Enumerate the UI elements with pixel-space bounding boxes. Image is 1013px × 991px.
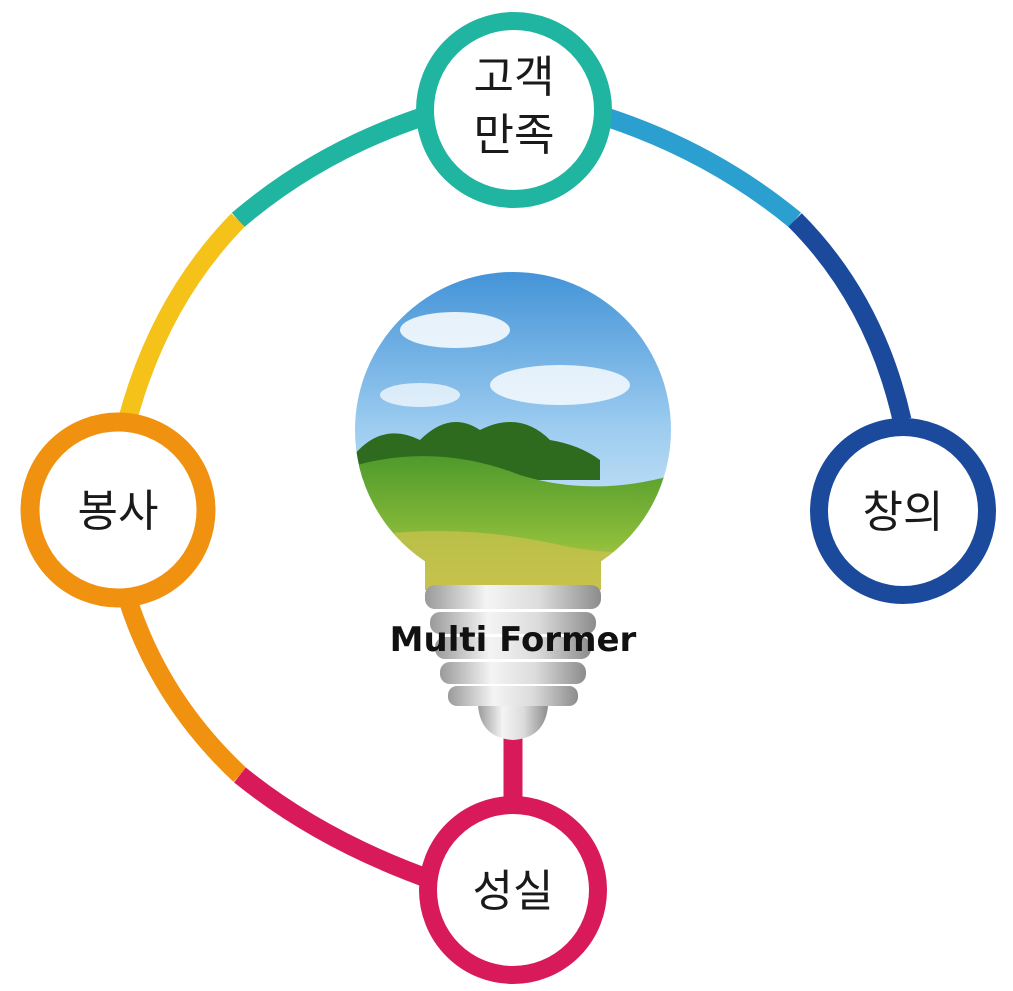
node-sincerity: 성실 [419, 796, 607, 984]
cycle-ring [118, 105, 912, 889]
ring-segment-navy [788, 213, 912, 423]
node-creativity: 창의 [810, 418, 996, 604]
node-service-label: 봉사 [78, 486, 159, 537]
center-label: Multi Former [390, 620, 637, 660]
node-sincerity-label: 성실 [473, 866, 554, 917]
node-service: 봉사 [20, 412, 216, 608]
ring-segment-crimson [234, 767, 436, 889]
ring-segment-yellow [118, 213, 245, 421]
ring-segment-teal [231, 105, 431, 228]
node-customer-satisfaction: 고객 만족 [416, 12, 612, 208]
node-creativity-label: 창의 [863, 487, 944, 538]
ring-segment-orange [118, 597, 247, 782]
node-customer-line1: 고객 [474, 52, 555, 103]
ring-segment-cyan [597, 105, 802, 228]
light-bulb-illustration: Multi Former [355, 272, 671, 740]
node-customer-line2: 만족 [474, 110, 555, 161]
